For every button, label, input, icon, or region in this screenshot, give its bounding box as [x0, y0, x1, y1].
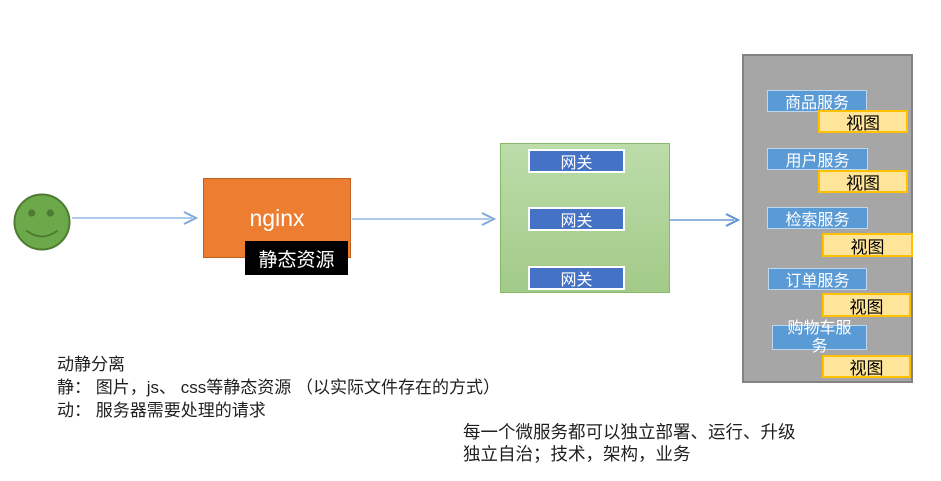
view-box-2: 视图	[818, 170, 908, 193]
view-box-3: 视图	[822, 233, 913, 257]
service-box-cart: 购物车服务	[772, 320, 867, 355]
service-box-product: 商品服务	[767, 90, 867, 112]
arrow-user-to-nginx-icon	[72, 211, 199, 225]
view-label: 视图	[846, 114, 880, 133]
service-label: 检索服务	[785, 212, 850, 229]
gateway-label: 网关	[560, 213, 593, 230]
nginx-label: nginx	[249, 204, 305, 231]
note-line: 动： 服务器需要处理的请求	[57, 401, 266, 420]
service-label: 用户服务	[785, 153, 850, 170]
view-label: 视图	[849, 297, 884, 317]
gateway-box-2: 网关	[528, 207, 625, 231]
notes-microservices: 每一个微服务都可以独立部署、运行、升级 独立自治；技术，架构，业务	[463, 421, 796, 465]
note-line: 每一个微服务都可以独立部署、运行、升级	[463, 422, 796, 442]
service-box-user: 用户服务	[767, 148, 868, 170]
arrow-gateways-to-services-icon	[670, 213, 741, 227]
static-resources-label: 静态资源	[258, 249, 335, 271]
view-box-4: 视图	[822, 293, 911, 317]
note-line: 动静分离	[57, 355, 125, 374]
user-smiley-icon	[13, 193, 71, 251]
gateway-box-3: 网关	[528, 266, 625, 290]
service-label: 购物车服务	[787, 319, 852, 355]
service-box-search: 检索服务	[767, 207, 868, 229]
arrow-nginx-to-gateways-icon	[352, 212, 497, 226]
gateway-box-1: 网关	[528, 149, 625, 173]
note-line: 静： 图片，js、 css等静态资源 （以实际文件存在的方式）	[57, 378, 500, 397]
view-box-1: 视图	[818, 110, 908, 133]
view-label: 视图	[849, 359, 884, 378]
view-label: 视图	[846, 174, 880, 193]
view-label: 视图	[850, 237, 885, 257]
gateway-label: 网关	[560, 155, 593, 172]
notes-static-dynamic: 动静分离 静： 图片，js、 css等静态资源 （以实际文件存在的方式） 动： …	[57, 353, 500, 422]
static-resources-box: 静态资源	[245, 241, 348, 275]
service-label: 商品服务	[784, 95, 849, 112]
service-box-order: 订单服务	[768, 268, 867, 290]
note-line: 独立自治；技术，架构，业务	[463, 444, 691, 464]
view-box-5: 视图	[822, 355, 911, 378]
service-label: 订单服务	[785, 273, 850, 290]
gateway-label: 网关	[560, 272, 593, 289]
